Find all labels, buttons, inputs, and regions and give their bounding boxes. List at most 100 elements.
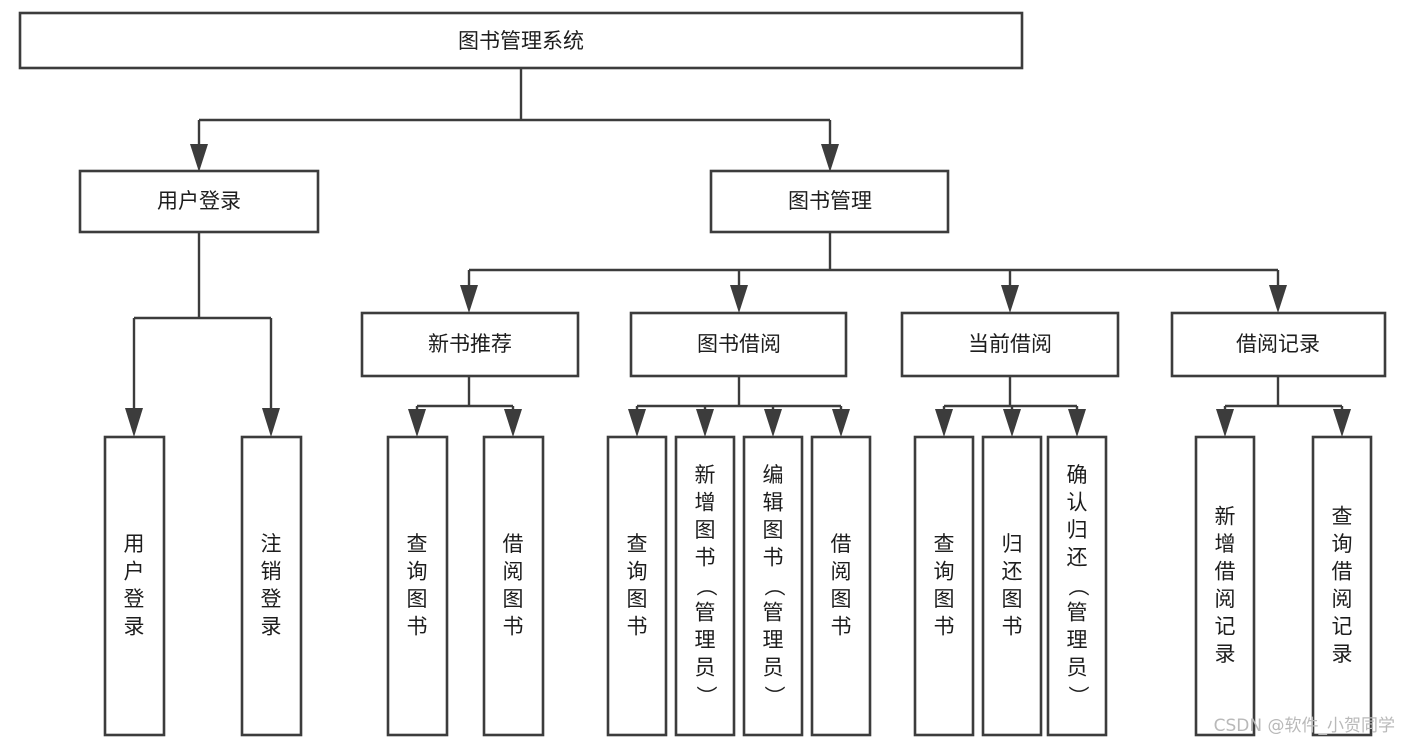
vertical-label-char: 图: [503, 587, 524, 611]
vertical-label-char: 记: [1332, 614, 1353, 638]
arrow-head-current-borrow-leaf-3: [1068, 409, 1086, 437]
vertical-label-char: 增: [1215, 532, 1236, 556]
node-box-current-borrow[interactable]: [900, 311, 1120, 378]
vertical-label-char: 注: [261, 532, 282, 556]
vertical-label-char: 录: [124, 614, 145, 638]
vertical-label-char: 书: [1002, 614, 1023, 638]
vertical-label-char: （: [762, 576, 786, 597]
vertical-label-char: 还: [1067, 546, 1088, 570]
leaf-node-user-login-login[interactable]: 用户登录: [103, 435, 166, 737]
arrow-head-user-login: [190, 144, 208, 172]
arrow-head-book-borrow: [730, 285, 748, 313]
node-new-book-recommend[interactable]: 新书推荐: [360, 311, 580, 378]
node-label-book-borrow: 图书借阅: [697, 332, 781, 356]
node-current-borrow[interactable]: 当前借阅: [900, 311, 1120, 378]
vertical-label-char: 增: [695, 491, 716, 515]
arrow-head-new-book-leaf-1: [408, 409, 426, 437]
node-box-leaf-10[interactable]: [1046, 435, 1108, 737]
node-box-leaf-8[interactable]: [913, 435, 975, 737]
node-box-leaf-12[interactable]: [1311, 435, 1373, 737]
vertical-label-char: 登: [261, 587, 282, 611]
node-box-leaf-7[interactable]: [810, 435, 872, 737]
arrow-head-user-login-leaf-1: [125, 408, 143, 437]
arrow-head-new-book-leaf-2: [504, 409, 522, 437]
csdn-watermark: CSDN @软件_小贺同学: [1214, 716, 1395, 736]
arrow-head-current-borrow-leaf-2: [1003, 409, 1021, 437]
node-box-leaf-3[interactable]: [482, 435, 545, 737]
node-label-current-borrow: 当前借阅: [968, 332, 1052, 356]
node-box-leaf-5[interactable]: [674, 435, 736, 737]
node-box-new-book-recommend[interactable]: [360, 311, 580, 378]
vertical-label-char: 查: [627, 532, 648, 556]
vertical-label-char: 记: [1215, 614, 1236, 638]
vertical-label-char: 书: [503, 614, 524, 638]
node-book-borrow[interactable]: 图书借阅: [629, 311, 848, 378]
arrow-head-book-manage: [821, 144, 839, 172]
vertical-label-char: 图: [934, 587, 955, 611]
node-box-leaf-2[interactable]: [386, 435, 449, 737]
vertical-label-char: 书: [695, 546, 716, 570]
node-box-book-borrow[interactable]: [629, 311, 848, 378]
vertical-label-char: 还: [1002, 559, 1023, 583]
vertical-label-char: （: [1066, 576, 1090, 597]
vertical-label-char: 辑: [763, 491, 784, 515]
node-box-leaf-4[interactable]: [606, 435, 668, 737]
vertical-label-char: 图: [627, 587, 648, 611]
vertical-label-char: 销: [261, 559, 282, 583]
vertical-label-char: 归: [1067, 518, 1088, 542]
vertical-label-char: 书: [934, 614, 955, 638]
vertical-label-char: 图: [407, 587, 428, 611]
node-box-leaf-1[interactable]: [240, 435, 303, 737]
vertical-label-char: 询: [1332, 532, 1353, 556]
vertical-label-char: 理: [763, 628, 784, 652]
node-box-leaf-9[interactable]: [981, 435, 1043, 737]
vertical-label-char: 阅: [1215, 587, 1236, 611]
vertical-label-char: 书: [407, 614, 428, 638]
vertical-label-char: 登: [124, 587, 145, 611]
connector-layer: [125, 68, 1351, 437]
node-box-leaf-11[interactable]: [1194, 435, 1256, 737]
vertical-label-char: 归: [1002, 532, 1023, 556]
arrow-head-current-borrow: [1001, 285, 1019, 313]
vertical-label-char: 理: [1067, 628, 1088, 652]
vertical-label-char: 阅: [1332, 587, 1353, 611]
node-label-user-login: 用户登录: [157, 189, 241, 213]
node-box-borrow-record[interactable]: [1170, 311, 1387, 378]
vertical-label-char: 用: [124, 532, 145, 556]
vertical-label-char: ）: [1066, 686, 1090, 707]
vertical-label-char: 管: [1067, 601, 1088, 625]
node-box-user-login[interactable]: [78, 169, 320, 234]
node-label-leaf-0: 用户登录: [124, 532, 145, 639]
node-book-management[interactable]: 图书管理: [709, 169, 950, 234]
node-borrow-record[interactable]: 借阅记录: [1170, 311, 1387, 378]
node-box-book-management[interactable]: [709, 169, 950, 234]
arrow-head-current-borrow-leaf-1: [935, 409, 953, 437]
node-box-leaf-0[interactable]: [103, 435, 166, 737]
vertical-label-char: ）: [762, 686, 786, 707]
vertical-label-char: 书: [831, 614, 852, 638]
node-layer: 图书管理系统 用户登录 图书管理 新书推荐 图书借阅 当前: [18, 11, 1387, 737]
vertical-label-char: 员: [695, 656, 716, 680]
node-user-login[interactable]: 用户登录: [78, 169, 320, 234]
node-box-root[interactable]: [18, 11, 1024, 70]
vertical-label-char: ）: [694, 686, 718, 707]
node-box-leaf-6[interactable]: [742, 435, 804, 737]
node-root-book-management-system[interactable]: 图书管理系统: [18, 11, 1024, 70]
vertical-label-char: 户: [124, 559, 145, 583]
